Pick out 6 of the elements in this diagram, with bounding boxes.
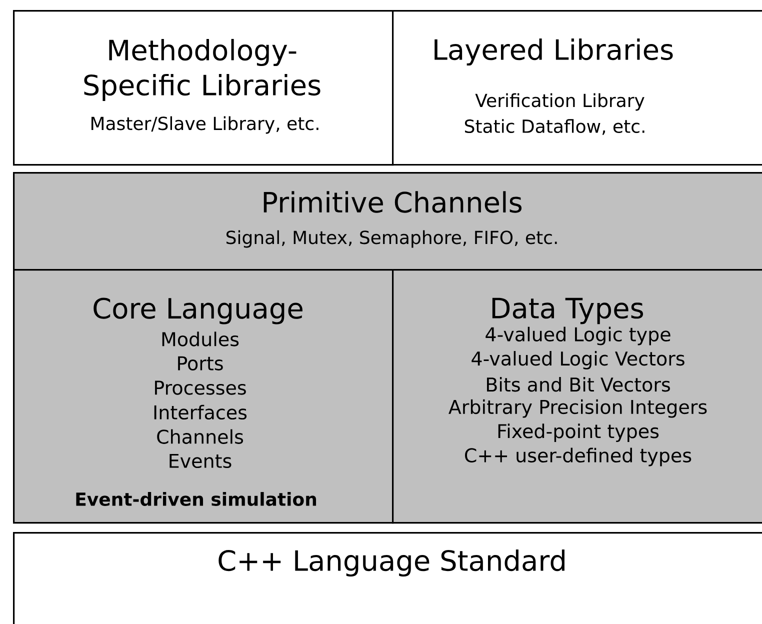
layer-box: Data Types 4-valued Logic type 4-valued Logic Vectors Bits and Bit Vectors Arbitrary Precision Integers Fixed-point types C++ user-defined types <box>392 269 762 524</box>
layer-box: Core Language Modules Ports Processes Interfaces Channels Events Event-driven simulation <box>13 269 394 524</box>
layer-box: Primitive Channels Signal, Mutex, Semaphore, FIFO, etc. <box>13 172 762 271</box>
layer-box: Layered Libraries Verification Library Static Dataflow, etc. <box>392 10 762 166</box>
layer-box: C++ Language Standard <box>13 532 762 624</box>
layer-box: Methodology-Specific Libraries Master/Slave Library, etc. <box>13 10 394 166</box>
